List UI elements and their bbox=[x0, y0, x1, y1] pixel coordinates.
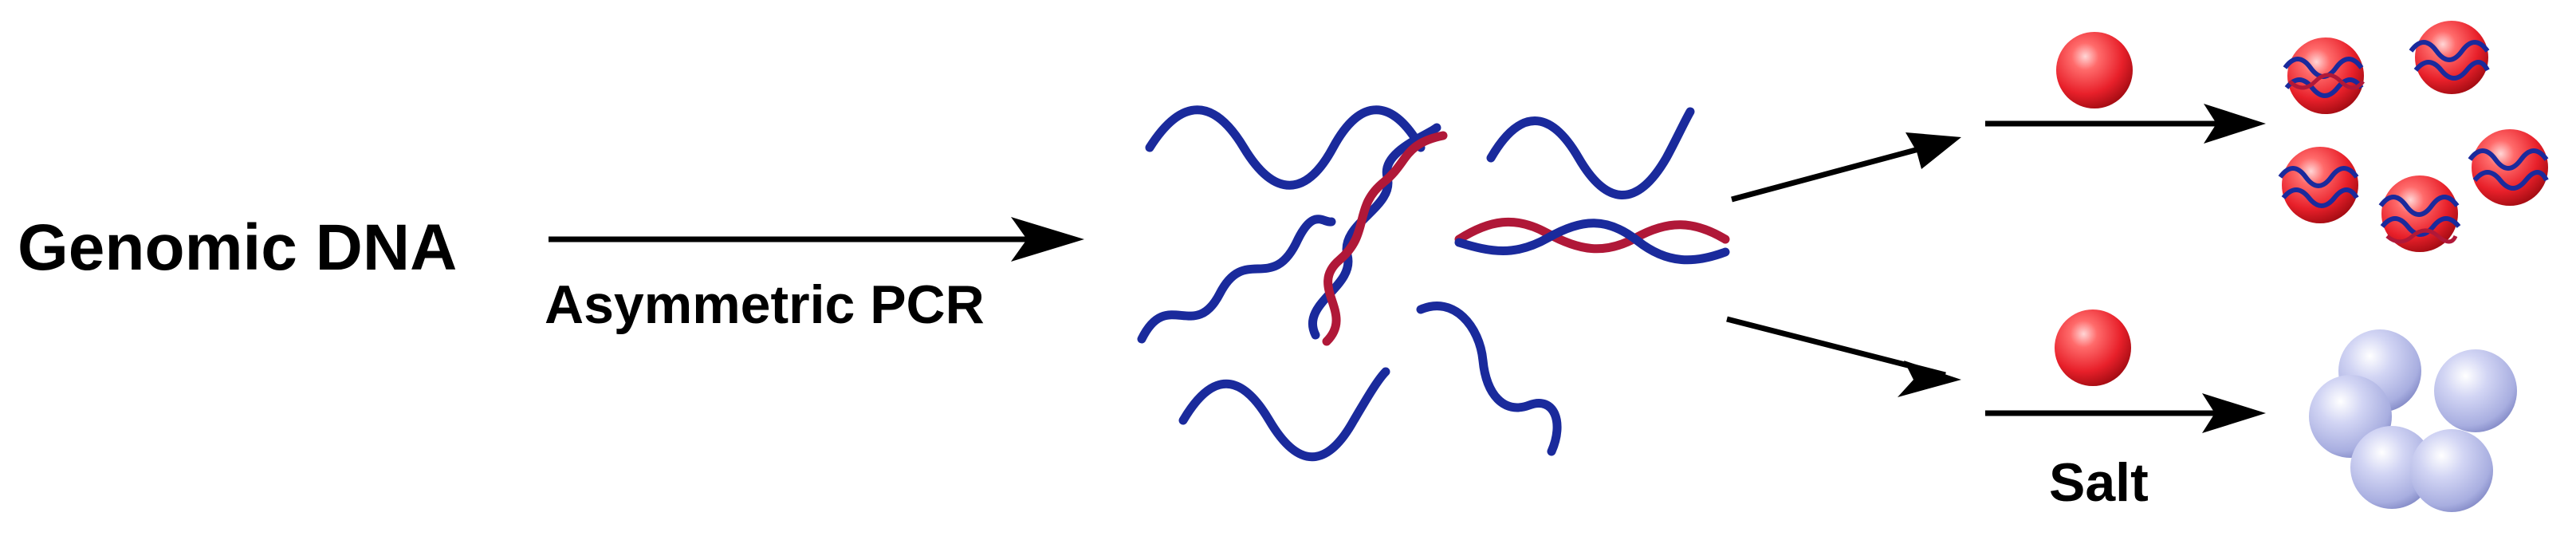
dna-coated-particle bbox=[2378, 175, 2461, 252]
aggregated-particle bbox=[2350, 426, 2433, 509]
gold-nanoparticle bbox=[2055, 309, 2131, 386]
pcr-products bbox=[1137, 105, 1730, 462]
ssdna-strand bbox=[1416, 302, 1562, 456]
ssdna-strand bbox=[1145, 105, 1426, 190]
pcr-arrow bbox=[549, 217, 1084, 262]
ssdna-strand bbox=[1486, 107, 1695, 199]
dsdna-helix bbox=[1454, 217, 1730, 254]
dna-coated-particle bbox=[2278, 147, 2359, 223]
aggregated-particle bbox=[2410, 429, 2493, 512]
dsdna-helix bbox=[1454, 219, 1730, 265]
dispersed-particle-cluster bbox=[2278, 21, 2549, 252]
genomic-dna-label: Genomic DNA bbox=[18, 211, 457, 284]
dsdna-helix bbox=[1322, 131, 1448, 346]
dna-coated-particle bbox=[2409, 21, 2490, 94]
aggregated-particle-cluster bbox=[2309, 329, 2517, 512]
dna-coated-particle bbox=[2283, 37, 2365, 114]
aggregated-particle bbox=[2434, 349, 2517, 432]
gold-nanoparticle bbox=[2056, 32, 2133, 108]
ssdna-strand bbox=[1178, 367, 1390, 462]
ssdna-strand bbox=[1137, 215, 1336, 344]
asymmetric-pcr-label: Asymmetric PCR bbox=[545, 274, 985, 335]
arrow-to-no-salt bbox=[1731, 139, 1947, 203]
salt-label: Salt bbox=[2049, 452, 2149, 513]
dna-coated-particle bbox=[2468, 129, 2549, 206]
